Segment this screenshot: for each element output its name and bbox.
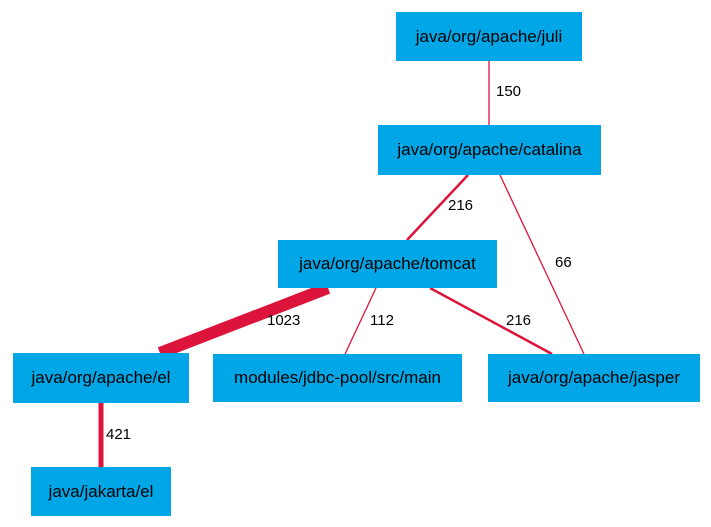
node-jasper[interactable]: java/org/apache/jasper	[488, 354, 700, 402]
edge-label-tomcat-jdbc: 112	[370, 312, 394, 329]
edge-tomcat-jdbc	[344, 287, 377, 355]
edge-label-tomcat-el: 1023	[267, 312, 301, 329]
edge-catalina-tomcat	[406, 174, 469, 241]
node-el[interactable]: java/org/apache/el	[13, 353, 189, 403]
edge-tomcat-el	[157, 282, 331, 359]
edge-label-catalina-jasper: 66	[555, 254, 572, 271]
node-tomcat[interactable]: java/org/apache/tomcat	[278, 240, 497, 288]
node-jakarta[interactable]: java/jakarta/el	[31, 467, 171, 516]
edge-label-el-jakarta: 421	[106, 426, 132, 443]
edge-tomcat-jasper	[429, 286, 553, 356]
edge-label-tomcat-jasper: 216	[506, 312, 532, 329]
node-catalina[interactable]: java/org/apache/catalina	[378, 125, 601, 175]
node-juli[interactable]: java/org/apache/juli	[396, 12, 582, 61]
edge-label-catalina-tomcat: 216	[448, 197, 474, 214]
edge-catalina-jasper	[499, 174, 585, 355]
node-jdbc[interactable]: modules/jdbc-pool/src/main	[213, 354, 462, 402]
edge-label-juli-catalina: 150	[496, 83, 522, 100]
